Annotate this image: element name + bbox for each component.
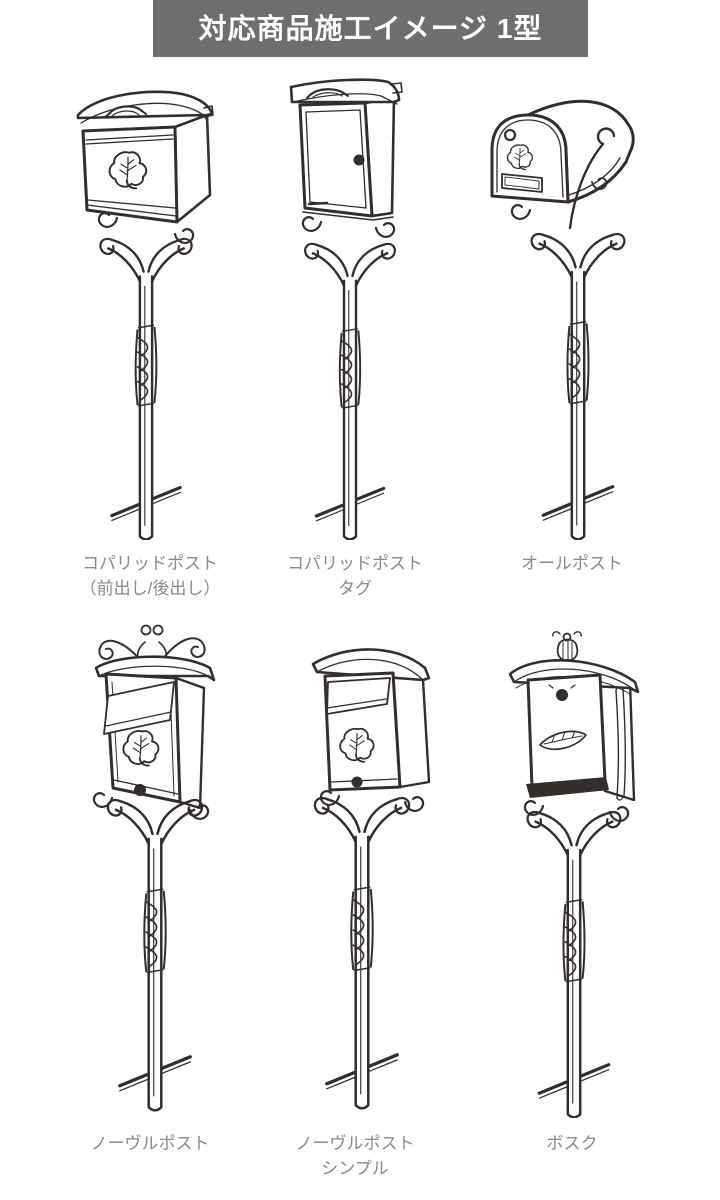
product-name-line: オールポスト	[521, 554, 623, 573]
product-all-post: オールポスト	[462, 78, 682, 577]
product-label: ボスク	[462, 1132, 682, 1157]
product-name-line: （前出し/後出し）	[79, 578, 221, 598]
product-copa-lid-post: コパリッドポスト （前出し/後出し）	[42, 78, 258, 601]
page-title: 対応商品施工イメージ 1型	[198, 12, 543, 44]
mailbox-illustration-copa-lid-post-tag	[289, 78, 403, 540]
mailbox-illustration-copa-lid-post	[76, 90, 214, 540]
product-name-line: ノーヴルポスト	[295, 1134, 415, 1153]
product-name-line: ノーヴルポスト	[90, 1134, 210, 1153]
mailbox-illustration-novel-post-simple	[311, 648, 431, 1111]
product-copa-lid-post-tag: コパリッドポスト タグ	[247, 78, 463, 601]
product-label: コパリッドポスト タグ	[247, 552, 463, 601]
product-name-line: シンプル	[321, 1158, 389, 1178]
product-novel-post: ノーヴルポスト	[42, 618, 258, 1157]
product-label: オールポスト	[462, 552, 682, 577]
product-bosque: ボスク	[462, 618, 682, 1157]
product-novel-post-simple: ノーヴルポスト シンプル	[247, 618, 463, 1181]
product-label: コパリッドポスト （前出し/後出し）	[42, 552, 258, 601]
mailbox-illustration-novel-post	[92, 624, 216, 1113]
header-banner: 対応商品施工イメージ 1型	[153, 0, 588, 57]
product-name-line: ボスク	[546, 1134, 598, 1153]
product-name-line: コパリッドポスト	[287, 554, 423, 573]
mailbox-illustration-bosque	[508, 631, 640, 1118]
mailbox-illustration-all-post	[490, 99, 635, 540]
product-name-line: コパリッドポスト	[82, 554, 218, 573]
product-name-line: タグ	[338, 578, 372, 598]
product-label: ノーヴルポスト シンプル	[247, 1132, 463, 1181]
product-label: ノーヴルポスト	[42, 1132, 258, 1157]
